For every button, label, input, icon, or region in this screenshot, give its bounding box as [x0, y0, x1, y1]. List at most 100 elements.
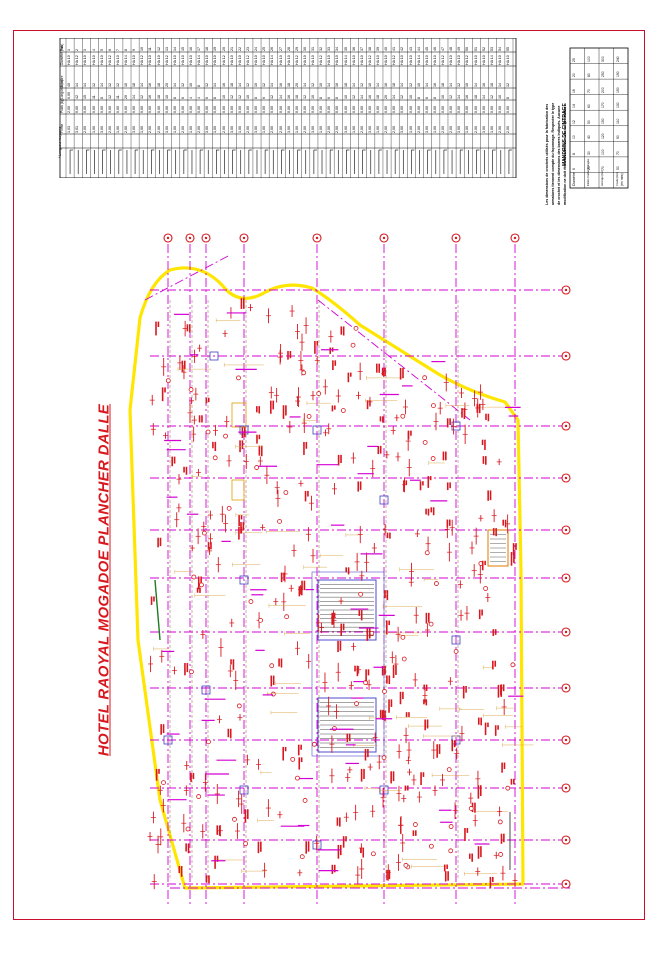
rebar-label [513, 552, 515, 563]
rebar-label [502, 684, 505, 692]
rebar-bubble [497, 819, 503, 825]
rebar-label [445, 451, 447, 461]
rebar-label [284, 746, 287, 752]
rebar-label [358, 610, 361, 616]
rebar-label [272, 675, 275, 685]
rebar-label [260, 445, 263, 457]
rebar-label [484, 722, 487, 736]
rebar-bubble [302, 798, 308, 803]
rebar-label [512, 543, 515, 556]
rebar-label [379, 445, 382, 454]
rebar-label [227, 728, 230, 738]
rebar-label [190, 772, 192, 782]
rebar-label [216, 855, 219, 862]
rebar-bubble [413, 822, 418, 827]
rebar-bubble [422, 375, 428, 381]
rebar-label [205, 875, 208, 883]
mandrins-cell: 70 [601, 166, 605, 171]
rebar-label [487, 490, 489, 501]
stair-core [317, 697, 377, 753]
mandrins-cell: 70 [615, 151, 620, 155]
rebar-label [366, 400, 369, 410]
rebar-label [444, 871, 447, 882]
column [163, 735, 173, 745]
rebar-label [200, 576, 202, 583]
grid-axis-diagonal [317, 299, 471, 421]
rebar-label [453, 740, 456, 748]
rebar-label [339, 640, 342, 651]
column [379, 495, 389, 505]
rebar-label [402, 691, 404, 700]
rebar-label [158, 768, 160, 774]
rebar-label [257, 841, 260, 854]
rebar-label [474, 802, 476, 813]
rebar-label [427, 476, 430, 488]
rebar-label [298, 586, 301, 597]
rebar-label [479, 785, 482, 797]
rebar-label [218, 825, 221, 836]
rebar-label [186, 663, 189, 673]
grid-axis-bubble-dot [564, 786, 568, 790]
column [201, 685, 211, 695]
grid-axis-bubble-dot [564, 838, 568, 842]
rebar-bubble [223, 433, 228, 439]
rebar-label [183, 360, 186, 370]
rebar-label [464, 827, 466, 842]
rebar-label [239, 440, 241, 453]
column [451, 421, 461, 431]
rebar-bubble [299, 854, 305, 860]
rebar-bubble [400, 634, 406, 640]
column [312, 425, 322, 435]
rebar-label [425, 508, 427, 515]
rebar-label [362, 847, 365, 858]
rebar-label [356, 665, 359, 677]
mandrins-cell: 60 [586, 104, 591, 109]
column [379, 785, 389, 795]
rebar-label [385, 620, 388, 635]
rebar-label [423, 699, 425, 705]
rebar-label [300, 744, 302, 750]
rebar-label [210, 542, 212, 550]
rebar-label [214, 855, 216, 869]
rebar-bubble [243, 841, 249, 847]
rebar-label [427, 508, 430, 516]
rebar-label [161, 387, 164, 402]
rebar-label [407, 785, 409, 791]
rebar-label [244, 809, 247, 823]
mandrins-cell: 150 [615, 86, 620, 93]
rebar-label [381, 665, 384, 676]
rebar-label [384, 665, 386, 675]
column [239, 785, 249, 795]
rebar-label [289, 351, 292, 359]
rebar-label [201, 415, 203, 423]
rebar-label [212, 441, 214, 449]
rebar-bubble [403, 862, 409, 868]
rebar-label [384, 367, 386, 376]
rebar-label [471, 853, 473, 862]
rebar-label [399, 367, 402, 380]
rebar-bubble [290, 756, 296, 762]
mandrins-cell: 70 [586, 88, 591, 93]
mandrins-cell: 170 [601, 102, 605, 109]
rebar-label [333, 612, 336, 618]
rebar-label [256, 434, 258, 444]
rebar-label [448, 519, 451, 526]
rebar-label [188, 324, 191, 333]
mandrins-cell: 100 [601, 149, 605, 155]
grid-axis-bubble-dot [564, 476, 568, 480]
rebar-label [388, 869, 391, 880]
rebar-label [214, 441, 217, 452]
rebar-label [502, 519, 505, 526]
rebar-bubble [354, 701, 359, 707]
mandrins-cell: 80 [586, 73, 591, 78]
rebar-label [198, 415, 201, 423]
rebar-bubble [371, 851, 376, 857]
rebar-label [432, 507, 435, 516]
rebar-bubble [468, 806, 474, 811]
rebar-label [270, 675, 273, 687]
grid-axis-bubble-dot [513, 236, 517, 240]
rebar-label [468, 853, 471, 859]
rebar-label [386, 532, 389, 539]
rebar-label [424, 719, 426, 731]
